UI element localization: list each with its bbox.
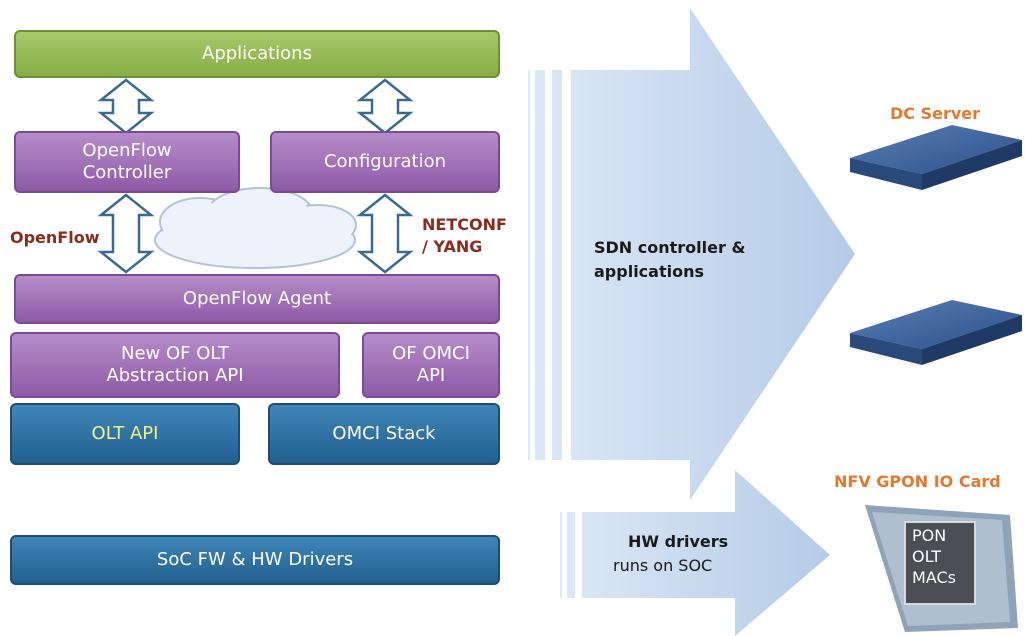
nfv-gpon-card-label: NFV GPON IO Card — [834, 472, 1001, 491]
dc-server-label: DC Server — [890, 104, 981, 123]
dc-server-1-graphic — [850, 125, 1022, 190]
configuration-label: Configuration — [323, 150, 447, 172]
configuration-box: Configuration — [270, 131, 500, 193]
of-omci-api-box: OF OMCI API — [362, 332, 500, 398]
dc-server-2-graphic — [850, 300, 1022, 365]
hw-drivers-text: HW drivers — [628, 532, 729, 551]
openflow-controller-label: OpenFlow Controller — [82, 139, 172, 184]
omci-stack-label: OMCI Stack — [332, 422, 436, 444]
sdn-controller-text: SDN controller & applications — [594, 238, 746, 281]
olt-api-box: OLT API — [10, 403, 240, 465]
openflow-controller-box: OpenFlow Controller — [14, 131, 240, 193]
pon-olt-macs-label: PON OLT MACs — [912, 526, 956, 587]
soc-fw-box: SoC FW & HW Drivers — [10, 535, 500, 585]
new-of-olt-abstraction-label: New OF OLT Abstraction API — [106, 342, 244, 387]
olt-api-label: OLT API — [91, 422, 159, 444]
runs-on-soc-text: runs on SOC — [613, 556, 713, 575]
of-omci-api-label: OF OMCI API — [392, 342, 470, 387]
new-of-olt-abstraction-box: New OF OLT Abstraction API — [10, 332, 340, 398]
hw-drivers-arrow-shape — [560, 470, 830, 636]
netconf-yang-label: NETCONF / YANG — [422, 215, 507, 256]
openflow-agent-label: OpenFlow Agent — [182, 287, 332, 309]
applications-label: Applications — [202, 42, 312, 64]
soc-fw-label: SoC FW & HW Drivers — [156, 548, 354, 570]
omci-stack-box: OMCI Stack — [268, 403, 500, 465]
openflow-agent-box: OpenFlow Agent — [14, 274, 500, 324]
applications-box: Applications — [14, 30, 500, 78]
nfv-card-graphic — [865, 505, 1018, 632]
sdn-arrow-shape — [528, 8, 855, 500]
openflow-protocol-label: OpenFlow — [10, 228, 100, 247]
